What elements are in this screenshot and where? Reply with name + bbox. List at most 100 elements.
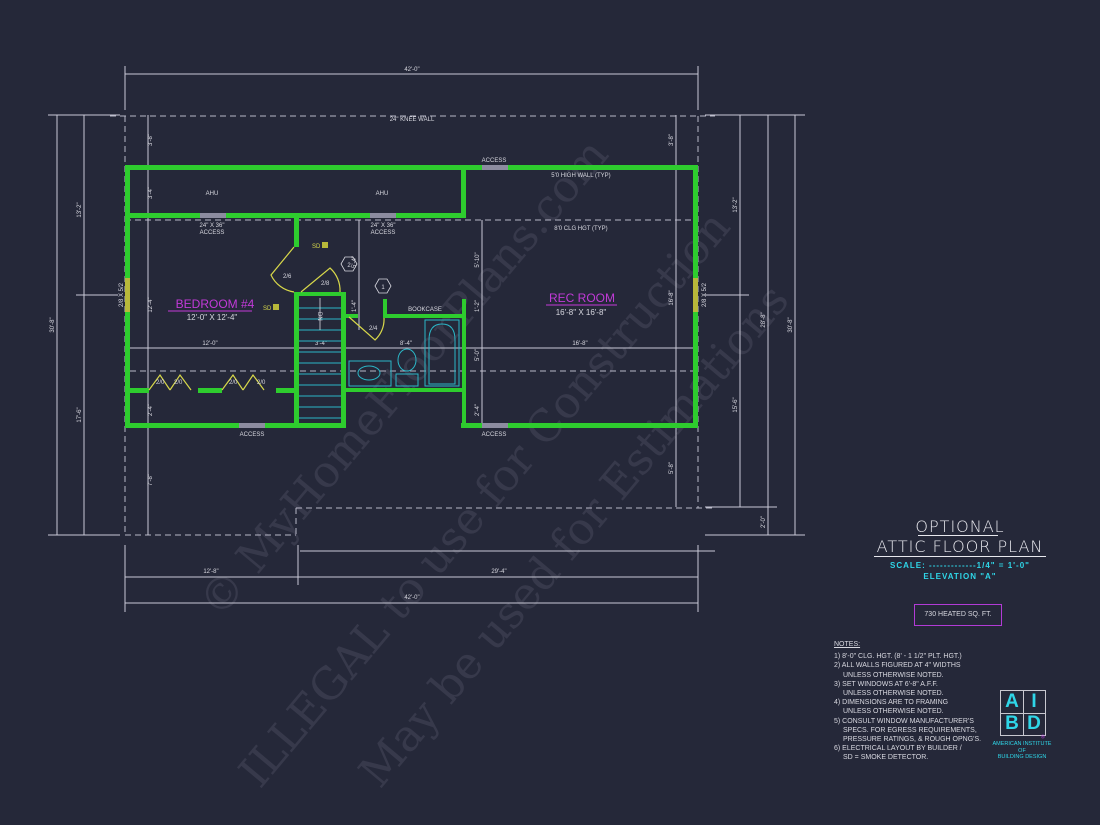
dim-left-closet: 2'-4": [148, 404, 154, 416]
bedroom-name: BEDROOM #4: [176, 297, 255, 311]
closet-door-label: 2/0: [156, 380, 165, 386]
title-underline: [918, 535, 998, 536]
tag-2-label: 2: [347, 263, 351, 269]
high-wall-label: 5'0 HIGH WALL (TYP): [551, 173, 610, 179]
closet-door-label: 2/0: [229, 380, 238, 386]
left-dimensions: 30'-8" 13'-2" 17'-6" 3'-8" 3'-4" 12'-4" …: [48, 114, 154, 536]
heated-area-box: 730 HEATED SQ. FT.: [914, 604, 1002, 626]
tag-1-label: 1: [381, 285, 385, 291]
plan-title-line2: ATTIC FLOOR PLAN: [876, 537, 1044, 556]
dim-right-inner: 28'-8": [761, 312, 767, 327]
logo-caption: AMERICAN INSTITUTE OF BUILDING DESIGN: [992, 741, 1052, 760]
window-right-label: 2/8 X 5/2: [702, 282, 708, 307]
tag-2-icon: [340, 256, 358, 272]
sink-icon: [357, 365, 381, 381]
door-26-label: 2/6: [283, 274, 292, 280]
bath-fixtures: [348, 319, 460, 387]
notes-heading: NOTES:: [834, 641, 861, 648]
dim-rec-v2: 1'-2": [475, 300, 481, 312]
dim-left-lower: 17'-6": [77, 407, 83, 422]
bottom-dimensions: 12'-8" 29'-4" 42'-0": [124, 545, 715, 612]
doors: 2/6 2/8 2/4 2/0 2/0 2/0 2/0: [148, 246, 385, 391]
dim-stair-v1: 5'-4": [352, 256, 358, 268]
plan-labels: AHU AHU 24" X 36" ACCESS 24" X 36" ACCES…: [119, 158, 708, 438]
ahu-right-label: AHU: [376, 191, 389, 197]
walls: [125, 165, 698, 428]
dim-rec-v3: 5'-0": [475, 349, 481, 361]
logo-letter-d: D: [1027, 713, 1041, 734]
stairs: DN: [299, 298, 341, 419]
window-left-label: 2/8 X 5/2: [119, 282, 125, 307]
access-right-size: 24" X 36": [371, 223, 396, 229]
logo-letter-b: B: [1005, 713, 1019, 734]
ahu-left-label: AHU: [206, 191, 219, 197]
notes-block: NOTES: 1) 8'-0" CLG. HGT. (8' - 1 1/2" P…: [834, 640, 994, 763]
note-1: 1) 8'-0" CLG. HGT. (8' - 1 1/2" PLT. HGT…: [834, 653, 962, 661]
logo-letter-a: A: [1005, 691, 1019, 712]
stair-door-icon: [300, 267, 341, 293]
toilet-tank-icon: [395, 373, 419, 387]
stair-down-label: DN: [316, 312, 322, 321]
dim-stair-v2: 1'-4": [352, 300, 358, 312]
smoke-detector-label-1: SD: [312, 244, 321, 250]
vanity-icon: [348, 360, 392, 387]
dim-right-lower: 15'-6": [733, 397, 739, 412]
dim-rec-width: 16'-8": [572, 341, 587, 347]
bookcase-label: BOOKCASE: [408, 307, 442, 313]
watermark: © MyHomeFloorPlans.com ILLEGAL to use fo…: [189, 129, 799, 797]
smoke-detector-icon: [273, 304, 279, 310]
smoke-detector-label-2: SD: [263, 306, 272, 312]
rec-room-size: 16'-8" X 16'-8": [556, 308, 607, 317]
dim-left-bottom-gap: 7'-8": [148, 474, 154, 486]
door-24-label: 2/4: [369, 326, 378, 332]
access-left-size: 24" X 36": [200, 223, 225, 229]
dim-bottom-overall: 42'-0": [404, 595, 419, 601]
dim-right-upper: 13'-2": [733, 197, 739, 212]
closet-door-label: 2/0: [257, 380, 266, 386]
dim-left-ahu: 3'-4": [148, 187, 154, 199]
dim-right-bottom-gap: 5'-8": [669, 462, 675, 474]
access-right-label: ACCESS: [371, 230, 396, 236]
bedroom-size: 12'-0" X 12'-4": [187, 313, 238, 322]
smoke-detector-icon: [322, 242, 328, 248]
access-rec-bottom-label: ACCESS: [482, 432, 507, 438]
dim-left-top-gap: 3'-8": [148, 134, 154, 146]
bath-door-icon: [348, 316, 385, 341]
aibd-logo: A I B D: [1000, 690, 1046, 736]
plan-title-line1: OPTIONAL: [915, 517, 1005, 536]
closet-door-label: 2/0: [174, 380, 183, 386]
right-dimensions: 3'-8" 16'-8" 5'-8" 13'-2" 15'-6" 28'-8" …: [669, 114, 805, 536]
dim-left-upper: 13'-2": [77, 202, 83, 217]
note-6: 6) ELECTRICAL LAYOUT BY BUILDER /SD = SM…: [834, 745, 962, 762]
door-28-label: 2/8: [321, 281, 330, 287]
dim-bed-width: 12'-0": [202, 341, 217, 347]
dim-rec-v1: 5'-10": [475, 252, 481, 267]
dim-rec-v4: 2'-4": [475, 404, 481, 416]
registered-mark: ®: [1041, 734, 1045, 741]
access-left-label: ACCESS: [200, 230, 225, 236]
dim-bottom-left: 12'-8": [203, 569, 218, 575]
title-underline-2: [874, 556, 1046, 557]
dim-right-top-gap: 3'-8": [669, 134, 675, 146]
knee-wall-label: 24" KNEE WALL: [390, 117, 435, 123]
note-3: 3) SET WINDOWS AT 6'-8" A.F.F.UNLESS OTH…: [834, 680, 944, 698]
logo-letter-i: I: [1031, 691, 1037, 712]
elevation-label: ELEVATION "A": [923, 572, 997, 581]
bedroom-door-icon: [270, 246, 295, 293]
dim-left-bed: 12'-4": [148, 297, 154, 312]
dim-stair-width: 3'-4": [315, 341, 327, 347]
rec-room-name: REC ROOM: [549, 291, 615, 305]
scale-label: SCALE: -------------1/4" = 1'-0": [890, 561, 1030, 570]
access-bed-bottom-label: ACCESS: [240, 432, 265, 438]
tub-icon: [424, 319, 460, 387]
dim-bottom-right: 29'-4": [491, 569, 506, 575]
top-dimension: 42'-0": [124, 66, 699, 110]
ceiling-height-label: 8'0 CLG HGT (TYP): [554, 226, 607, 232]
interior-dimensions: 12'-0" 3'-4" 8'-4" 16'-8" 5'-4" 1'-4" 5'…: [130, 220, 696, 425]
dim-right-bottom: 2'-0": [761, 516, 767, 528]
dim-bath-width: 8'-4": [400, 341, 412, 347]
